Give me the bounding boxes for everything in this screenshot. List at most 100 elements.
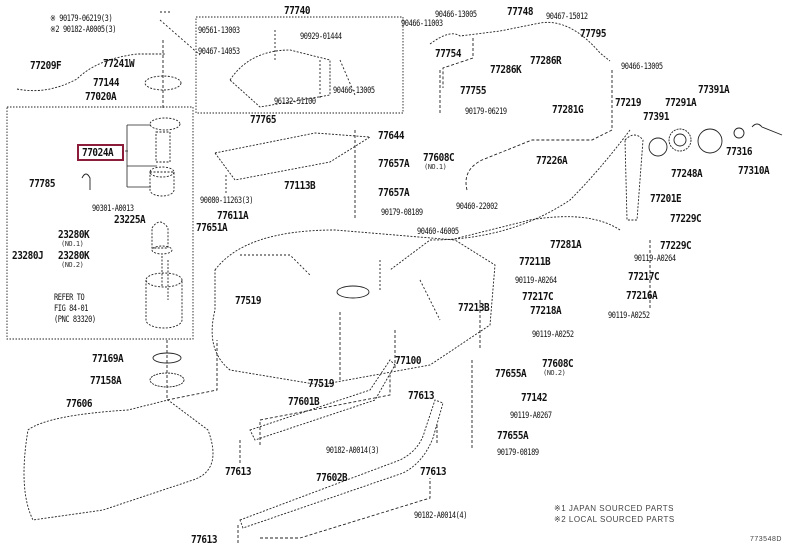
part-label[interactable]: 90119-A0267: [510, 411, 552, 421]
part-label[interactable]: 77785: [29, 177, 56, 190]
part-label[interactable]: 77606: [66, 397, 93, 410]
part-label[interactable]: 77657A: [378, 186, 410, 199]
part-label[interactable]: 90119-A0264: [634, 254, 676, 264]
part-label[interactable]: 90467-15012: [546, 12, 588, 22]
part-label[interactable]: 77229C: [670, 212, 702, 225]
part-label[interactable]: 77158A: [90, 374, 122, 387]
part-label[interactable]: 90179-08189: [497, 448, 539, 458]
part-label[interactable]: 77241W: [103, 57, 135, 70]
part-label[interactable]: 77651A: [196, 221, 228, 234]
part-label[interactable]: 77611A: [217, 209, 249, 222]
part-label[interactable]: 77218A: [530, 304, 562, 317]
part-label[interactable]: 77655A: [495, 367, 527, 380]
part-label[interactable]: 90301-A0013: [92, 204, 134, 214]
part-label[interactable]: 77226A: [536, 154, 568, 167]
part-label[interactable]: 77286K: [490, 63, 522, 76]
part-label[interactable]: 77754: [435, 47, 462, 60]
part-label[interactable]: 77655A: [497, 429, 529, 442]
part-label[interactable]: 90466-13005: [621, 62, 663, 72]
part-label[interactable]: 77519: [235, 294, 262, 307]
part-label[interactable]: 77601B: [288, 395, 320, 408]
part-label[interactable]: 23280K: [58, 249, 90, 262]
part-label[interactable]: 77316: [726, 145, 753, 158]
canister-group-border: [195, 16, 404, 114]
part-label[interactable]: 96132-51100: [274, 97, 316, 107]
highlight-box: [77, 144, 124, 161]
part-label[interactable]: 90929-01444: [300, 32, 342, 42]
part-label[interactable]: 77613: [191, 533, 218, 546]
part-label[interactable]: 90182-A0014(4): [414, 511, 468, 521]
part-label[interactable]: 23225A: [114, 213, 146, 226]
part-label[interactable]: 77281A: [550, 238, 582, 251]
pump-assembly-inset-border: [6, 106, 194, 340]
part-label[interactable]: 77216A: [626, 289, 658, 302]
part-label[interactable]: 77602B: [316, 471, 348, 484]
part-label[interactable]: 90182-A0014(3): [326, 446, 380, 456]
part-label[interactable]: 77608C: [542, 357, 574, 370]
part-label[interactable]: 77286R: [530, 54, 562, 67]
part-note: (NO.2): [543, 369, 566, 377]
part-label[interactable]: 77248A: [671, 167, 703, 180]
part-label[interactable]: 77113B: [284, 179, 316, 192]
part-label[interactable]: 77211B: [519, 255, 551, 268]
part-label[interactable]: ※2 90182-A0005(3): [50, 25, 117, 35]
canister-drawing: [229, 49, 331, 108]
part-label[interactable]: 77217C: [522, 290, 554, 303]
part-label[interactable]: 90080-11263(3): [200, 196, 254, 206]
part-label[interactable]: 90119-A0252: [608, 311, 650, 321]
part-note: (NO.2): [61, 261, 84, 269]
part-label[interactable]: 77795: [580, 27, 607, 40]
part-label[interactable]: 77608C: [423, 151, 455, 164]
part-label[interactable]: 77765: [250, 113, 277, 126]
fuel-pump-assembly-drawing: [145, 117, 183, 329]
part-label[interactable]: 77281G: [552, 103, 584, 116]
part-label[interactable]: 77169A: [92, 352, 124, 365]
part-label[interactable]: 23280K: [58, 228, 90, 241]
part-label[interactable]: 77310A: [738, 164, 770, 177]
part-label[interactable]: 77519: [308, 377, 335, 390]
part-label[interactable]: 77219: [615, 96, 642, 109]
part-label[interactable]: 77213B: [458, 301, 490, 314]
part-label[interactable]: 77209F: [30, 59, 62, 72]
part-label[interactable]: 77391A: [698, 83, 730, 96]
part-label[interactable]: 77229C: [660, 239, 692, 252]
part-label[interactable]: 77217C: [628, 270, 660, 283]
part-note: (NO.1): [61, 240, 84, 248]
part-label[interactable]: 90466-13005: [333, 86, 375, 96]
part-label[interactable]: 77657A: [378, 157, 410, 170]
protector-77606: [23, 399, 214, 521]
part-label[interactable]: 77613: [420, 465, 447, 478]
part-label[interactable]: 77613: [408, 389, 435, 402]
part-label[interactable]: 77644: [378, 129, 405, 142]
part-label[interactable]: 77142: [521, 391, 548, 404]
wire-77785: [81, 173, 91, 190]
part-label[interactable]: 90179-06219: [465, 107, 507, 117]
part-label[interactable]: 90467-14053: [198, 47, 240, 57]
part-label[interactable]: 77391: [643, 110, 670, 123]
band-77601B: [249, 359, 396, 441]
refer-note-link[interactable]: FIG 84-01: [54, 304, 89, 314]
part-label[interactable]: 23280J: [12, 249, 44, 262]
part-label[interactable]: 77613: [225, 465, 252, 478]
part-label[interactable]: 77755: [460, 84, 487, 97]
part-label[interactable]: 90466-11003: [401, 19, 443, 29]
filler-pipe-77201E: [624, 134, 644, 221]
part-label[interactable]: 90119-A0252: [532, 330, 574, 340]
part-label[interactable]: 77291A: [665, 96, 697, 109]
part-label-highlighted[interactable]: 77024A: [82, 146, 114, 159]
part-label[interactable]: 90460-46005: [417, 227, 459, 237]
figure-id: 773548D: [750, 536, 782, 543]
part-label[interactable]: 90561-13003: [198, 26, 240, 36]
part-label[interactable]: 90179-08189: [381, 208, 423, 218]
part-label[interactable]: 77144: [93, 76, 120, 89]
part-label[interactable]: 77100: [395, 354, 422, 367]
part-label[interactable]: 90460-22002: [456, 202, 498, 212]
part-label[interactable]: 90119-A0264: [515, 276, 557, 286]
part-label[interactable]: ※ 90179-06219(3): [50, 14, 113, 24]
part-label[interactable]: 77020A: [85, 90, 117, 103]
part-label[interactable]: 77740: [284, 4, 311, 17]
part-label[interactable]: 77748: [507, 5, 534, 18]
part-label[interactable]: 77201E: [650, 192, 682, 205]
part-label[interactable]: 90466-13005: [435, 10, 477, 20]
